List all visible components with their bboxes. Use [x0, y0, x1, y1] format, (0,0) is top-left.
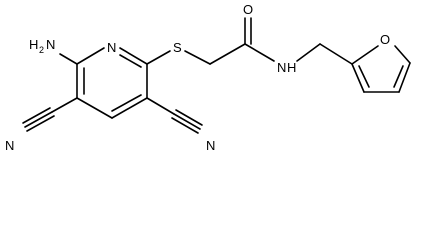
triple-bond-right-2 [175, 109, 203, 126]
bond-n1-c2 [119, 47, 148, 65]
bond-c2-s [146, 50, 171, 65]
amino-n-label: N [46, 37, 55, 52]
bond-c3-cn-right [146, 97, 175, 115]
sulfur-label: S [173, 40, 182, 55]
bond-c3f-c2f [351, 63, 365, 93]
triple-bond-left-1 [24, 111, 53, 128]
amide-n-label: N [277, 60, 286, 75]
bond-co-nh [244, 43, 275, 62]
triple-bond-right-1 [173, 113, 201, 130]
double-bond-c3-c4-inner [111, 94, 142, 112]
double-bond-n1-c2-inner [119, 54, 142, 68]
bond-c5-cn-left [51, 97, 78, 113]
amino-group-label: H 2 N [29, 37, 55, 55]
nitrile-left-n-label: N [5, 138, 14, 153]
nitrile-right: N [146, 97, 215, 153]
bond-c2f-of [351, 45, 379, 65]
bond-s-ch2 [184, 50, 211, 65]
bond-ch2-co [209, 43, 246, 65]
amide-nh-label: N H [277, 60, 296, 75]
bond-ch2-furan [319, 43, 353, 65]
furan-oxygen-label: O [380, 32, 390, 47]
amino-subscript: 2 [39, 45, 44, 55]
bond-c3-c4 [111, 97, 148, 119]
triple-bond-right-3 [171, 117, 199, 134]
carbonyl-oxygen-label: O [243, 2, 253, 17]
nitrile-left: N [5, 97, 78, 153]
bond-c6-nh2 [59, 53, 78, 65]
triple-bond-left-2 [22, 107, 51, 124]
molecule-diagram: H 2 N N N N S O N H [5, 2, 411, 153]
nitrile-right-n-label: N [206, 138, 215, 153]
double-bond-c4f-c5f-inner [393, 65, 404, 88]
bond-of-c5f [394, 45, 411, 64]
furan-ring: O [351, 32, 411, 93]
pyridine-ring [76, 47, 148, 119]
bond-c6-n1 [76, 47, 105, 65]
triple-bond-left-3 [26, 115, 55, 132]
amino-h-label: H [29, 37, 38, 52]
bond-nh-ch2 [296, 43, 321, 62]
ring-nitrogen-label: N [107, 40, 116, 55]
bond-c4-c5 [76, 97, 113, 119]
double-bond-c2f-c3f-inner [358, 65, 370, 88]
bond-c5f-c4f [398, 62, 411, 93]
amide-h-label: H [287, 60, 296, 75]
